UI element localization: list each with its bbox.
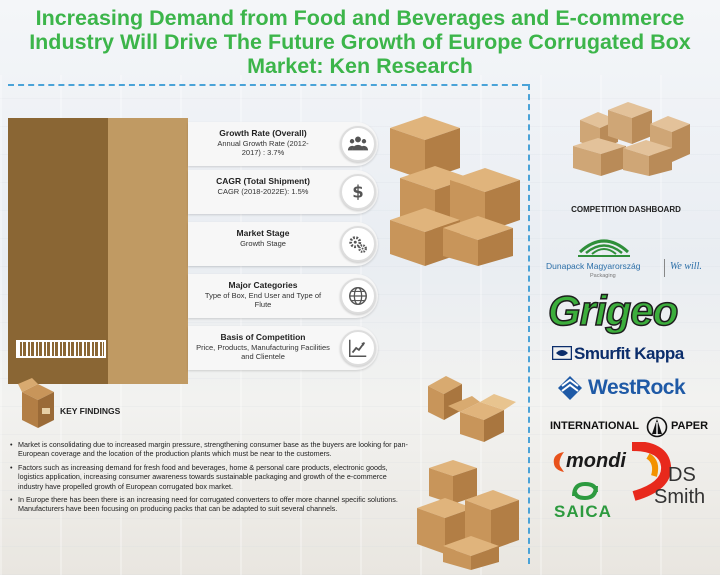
- globe-icon: [340, 278, 376, 314]
- mondi-emblem-icon: [553, 452, 564, 472]
- mondi-text: mondi: [566, 450, 626, 472]
- metric-title: Market Stage: [236, 228, 290, 238]
- top-divider: [8, 84, 528, 86]
- metric-text-line: and Clientele: [241, 352, 285, 361]
- dunapack-divider: [664, 259, 665, 277]
- dunapack-sub: Packaging: [590, 273, 616, 279]
- panel-dark-strip: [8, 118, 108, 384]
- bottom-boxes-image: [417, 460, 519, 570]
- metric-cagr: CAGR (Total Shipment) CAGR (2018-2022E):…: [188, 170, 378, 214]
- list-item: Market is consolidating due to increased…: [8, 440, 408, 459]
- key-findings-list: Market is consolidating due to increased…: [8, 440, 408, 518]
- metric-text: Annual Growth Rate (2012- 2017) : 3.7%: [188, 139, 338, 157]
- metric-growth-rate: Growth Rate (Overall) Annual Growth Rate…: [188, 122, 378, 166]
- smith-text: Smith: [654, 486, 706, 508]
- key-findings-title: KEY FINDINGS: [60, 406, 121, 416]
- metric-title: CAGR (Total Shipment): [216, 176, 310, 186]
- svg-text:$: $: [352, 183, 363, 202]
- smurfit-emblem-icon: [552, 346, 572, 360]
- ip-left-text: INTERNATIONAL: [550, 420, 640, 432]
- dollar-icon: $: [340, 174, 376, 210]
- grigeo-logo: Grigeo: [547, 287, 708, 336]
- ip-emblem-icon: [646, 416, 668, 438]
- westrock-logo: WestRock: [556, 372, 706, 408]
- vertical-divider: [528, 84, 530, 564]
- metric-text-line: Growth Stage: [240, 239, 286, 248]
- dunapack-name: Dunapack Magyarország: [546, 261, 641, 271]
- list-item: In Europe there has been there is an inc…: [8, 495, 408, 514]
- ip-right-text: PAPER: [671, 420, 709, 432]
- dunapack-logo: Dunapack Magyarország Packaging We will.: [546, 232, 712, 284]
- metric-text-line: 2017) : 3.7%: [241, 148, 285, 157]
- saica-text: SAICA: [554, 502, 612, 521]
- gears-icon: [340, 226, 376, 262]
- dunapack-slogan: We will.: [670, 261, 702, 272]
- metric-text-line: Annual Growth Rate (2012-: [217, 139, 309, 148]
- metric-text: Price, Products, Manufacturing Facilitie…: [188, 343, 338, 361]
- stacked-boxes-image: [390, 116, 520, 266]
- metric-title: Basis of Competition: [220, 332, 306, 342]
- metric-text: Type of Box, End User and Type of Flute: [188, 291, 338, 309]
- people-icon: [340, 126, 376, 162]
- international-paper-logo: INTERNATIONAL PAPER: [550, 416, 710, 438]
- ds-smith-emblem-icon: [631, 442, 672, 501]
- title-line-1: Increasing Demand from Food and Beverage…: [35, 6, 685, 30]
- westrock-emblem-icon: [558, 376, 582, 400]
- title-line-3: Market: Ken Research: [247, 54, 473, 78]
- single-box-icon: [18, 378, 54, 428]
- smurfit-text: Smurfit Kappa: [574, 344, 684, 363]
- panel-light-strip: [108, 118, 188, 384]
- metric-title: Major Categories: [228, 280, 298, 290]
- title-line-2: Industry Will Drive The Future Growth of…: [29, 30, 691, 54]
- list-item: Factors such as increasing demand for fr…: [8, 463, 408, 491]
- metric-text-line: Flute: [254, 300, 272, 309]
- saica-logo: SAICA: [552, 480, 624, 524]
- grigeo-text: Grigeo: [547, 287, 679, 335]
- metric-text-line: CAGR (2018-2022E): 1.5%: [217, 187, 309, 196]
- metric-text: CAGR (2018-2022E): 1.5%: [188, 187, 338, 196]
- smurfit-kappa-logo: Smurfit Kappa: [552, 344, 712, 364]
- metric-major-categories: Major Categories Type of Box, End User a…: [188, 274, 378, 318]
- page-title: Increasing Demand from Food and Beverage…: [8, 6, 712, 78]
- ds-smith-logo: DS Smith: [624, 442, 716, 534]
- boxes-pile-image: [573, 102, 690, 176]
- metric-market-stage: Market Stage Growth Stage: [188, 222, 378, 266]
- mondi-logo: mondi: [550, 448, 626, 476]
- metric-text-line: Type of Box, End User and Type of: [204, 291, 322, 300]
- metric-title: Growth Rate (Overall): [219, 128, 307, 138]
- open-boxes-image: [428, 376, 516, 442]
- growth-chart-icon: [340, 330, 376, 366]
- ds-text: DS: [668, 464, 696, 486]
- barcode-graphic: [16, 340, 106, 358]
- metric-basis-competition: Basis of Competition Price, Products, Ma…: [188, 326, 378, 370]
- competition-title: COMPETITION DASHBOARD: [571, 205, 681, 214]
- dunapack-emblem-icon: [578, 239, 630, 257]
- metric-text-line: Price, Products, Manufacturing Facilitie…: [196, 343, 330, 352]
- metric-text: Growth Stage: [188, 239, 338, 248]
- westrock-text: WestRock: [588, 376, 686, 399]
- saica-emblem-icon: [572, 481, 598, 501]
